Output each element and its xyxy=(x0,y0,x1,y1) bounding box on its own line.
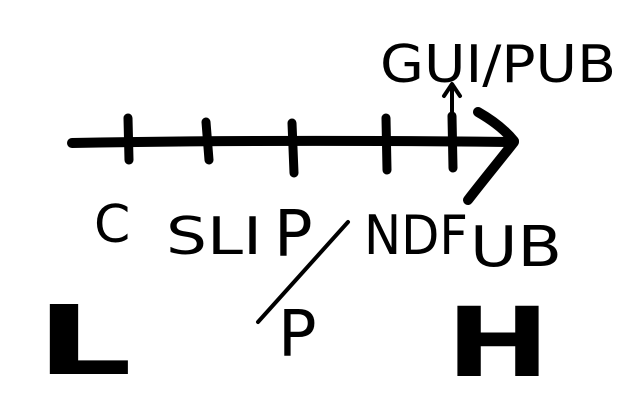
tick-label-sli: SLI xyxy=(166,207,262,267)
tick-mark-ub xyxy=(447,111,458,173)
arrowhead-upper xyxy=(473,107,519,146)
endpoint-label: GUI/PUB xyxy=(380,35,616,95)
strike-through-line xyxy=(256,220,350,324)
low-label: L xyxy=(36,285,132,397)
tick-label-c: C xyxy=(94,195,130,255)
axis-line xyxy=(67,135,517,148)
arrowhead-lower xyxy=(463,137,519,205)
tick-label-ndf: NDF xyxy=(364,204,468,267)
high-label: H xyxy=(446,287,550,399)
tick-mark-sli xyxy=(201,117,214,165)
tick-mark-p xyxy=(287,118,299,178)
replacement-label: P xyxy=(278,298,317,372)
tick-mark-ndf xyxy=(381,113,392,175)
tick-label-ub: UB xyxy=(470,215,562,280)
pointer-arrow-head xyxy=(442,82,462,98)
tick-label-p-struck: P xyxy=(274,198,313,272)
tick-mark-c xyxy=(123,113,134,165)
